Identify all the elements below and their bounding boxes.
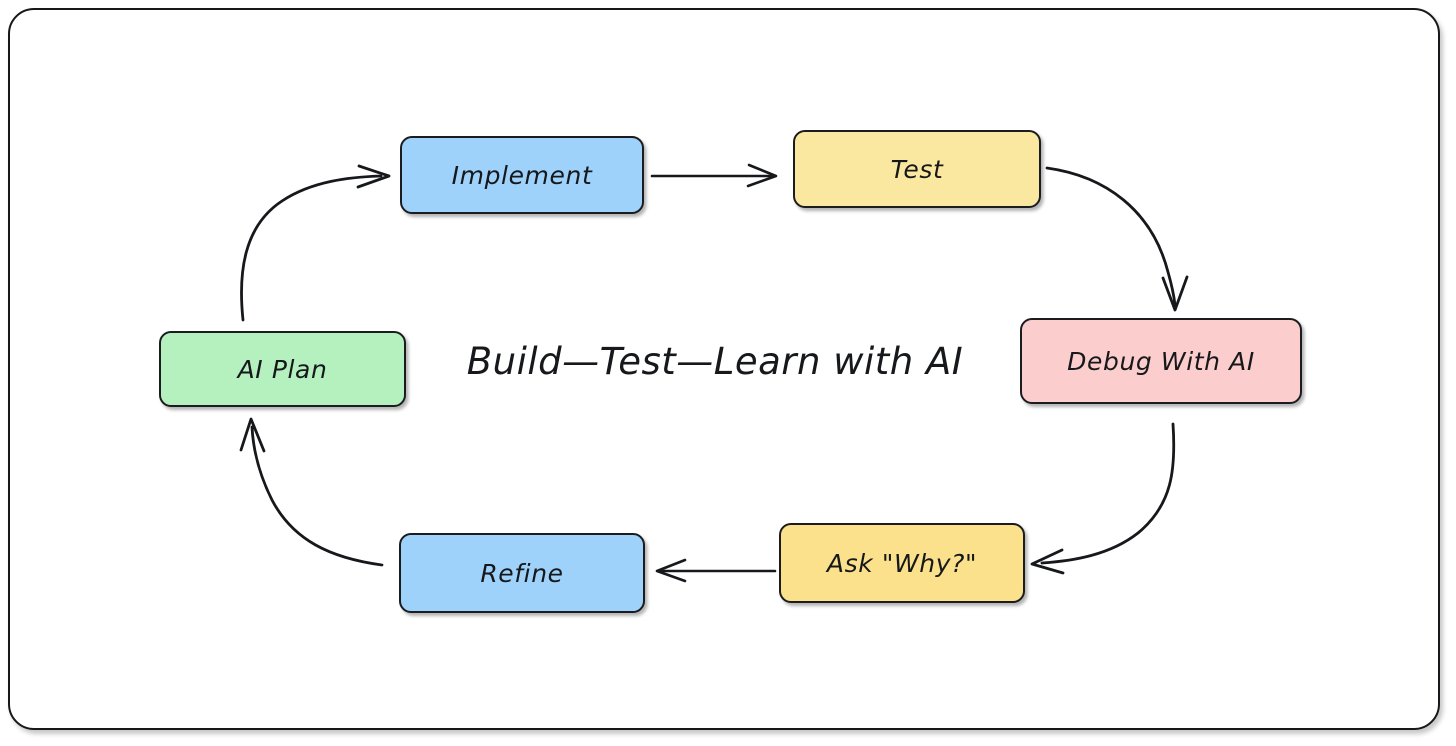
- node-test[interactable]: Test: [793, 130, 1041, 208]
- node-implement[interactable]: Implement: [400, 136, 644, 214]
- node-debug-with-ai-label: Debug With AI: [1067, 346, 1255, 376]
- node-implement-label: Implement: [451, 160, 593, 190]
- node-refine-label: Refine: [480, 558, 564, 588]
- node-ask-why[interactable]: Ask "Why?": [779, 523, 1025, 603]
- node-debug-with-ai[interactable]: Debug With AI: [1020, 318, 1302, 404]
- node-ai-plan-label: AI Plan: [237, 354, 328, 384]
- node-ask-why-label: Ask "Why?": [826, 548, 978, 578]
- node-test-label: Test: [890, 154, 944, 184]
- node-refine[interactable]: Refine: [399, 533, 645, 613]
- node-ai-plan[interactable]: AI Plan: [159, 331, 406, 407]
- diagram-title: Build—Test—Learn with AI: [466, 340, 964, 383]
